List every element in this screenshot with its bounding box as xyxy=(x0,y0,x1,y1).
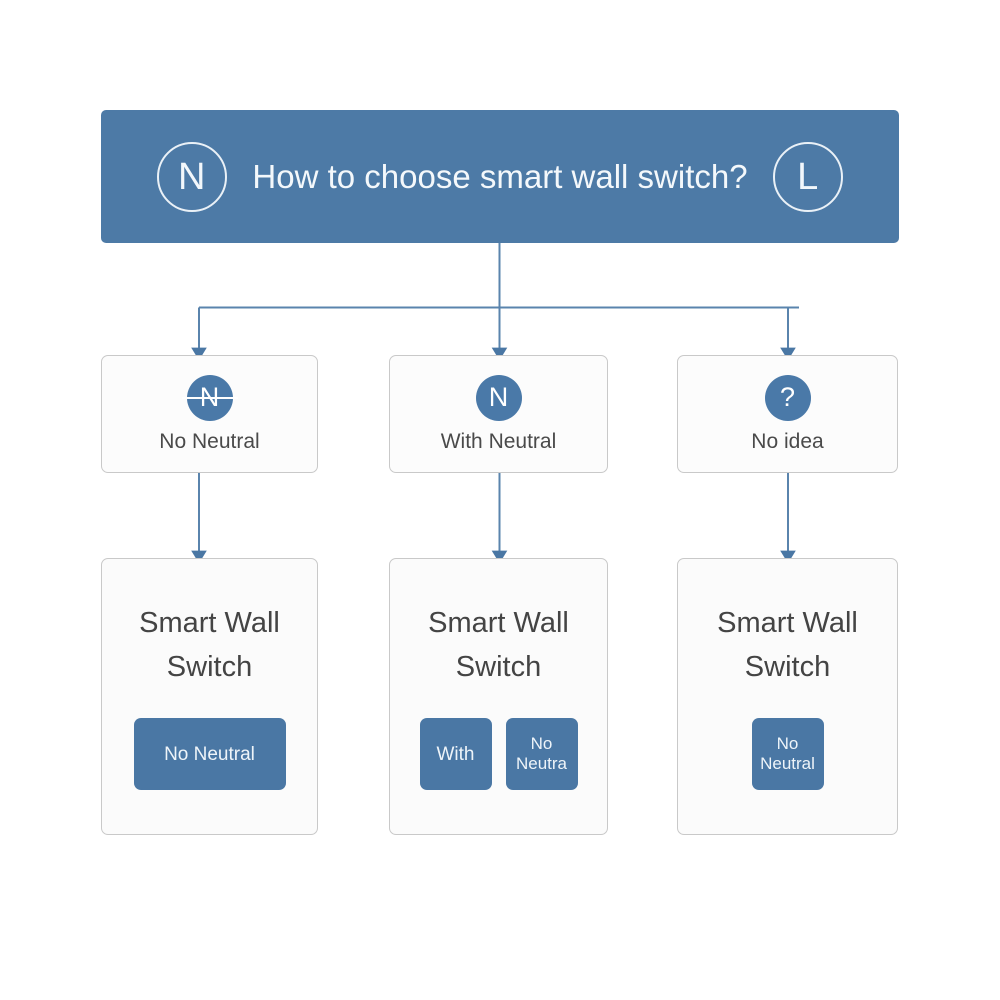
variant-button-no-neutral[interactable]: No Neutral xyxy=(751,718,824,790)
product-title-line1: Smart Wall xyxy=(139,607,280,639)
live-wire-badge-icon: L xyxy=(773,141,843,212)
option-label: With Neutral xyxy=(440,429,557,453)
no-neutral-icon: N xyxy=(181,374,238,421)
product-title: Smart Wall Switch xyxy=(678,601,897,689)
product-button-group: No Neutral xyxy=(102,718,317,790)
live-wire-badge-label: L xyxy=(797,155,819,198)
option-label: No Neutral xyxy=(159,429,260,453)
product-title-line2: Switch xyxy=(166,651,253,683)
product-card-no-neutral[interactable]: Smart Wall Switch No Neutral xyxy=(101,558,318,835)
variant-button-label: No Neutral xyxy=(164,743,255,765)
header-banner: N How to choose smart wall switch? L xyxy=(101,110,899,243)
variant-button-label-line1: No xyxy=(776,734,799,753)
variant-button-label: No Neutral xyxy=(760,734,815,774)
variant-button-with[interactable]: With xyxy=(419,718,492,790)
variant-button-no-neutral[interactable]: No Neutral xyxy=(133,718,286,790)
product-card-with-neutral[interactable]: Smart Wall Switch With No Neutra xyxy=(389,558,608,835)
variant-button-label-line1: No xyxy=(530,734,553,753)
variant-button-no-neutral[interactable]: No Neutra xyxy=(505,718,578,790)
neutral-wire-badge-label: N xyxy=(178,155,206,198)
product-title-line1: Smart Wall xyxy=(717,607,858,639)
product-title-line2: Switch xyxy=(455,651,542,683)
option-box-no-idea[interactable]: ? No idea xyxy=(677,355,898,473)
product-button-group: With No Neutra xyxy=(390,718,607,790)
question-mark-icon: ? xyxy=(764,374,811,421)
product-title-line2: Switch xyxy=(744,651,831,683)
variant-button-label: With xyxy=(436,743,475,765)
product-title-line1: Smart Wall xyxy=(428,607,569,639)
option-box-with-neutral[interactable]: N With Neutral xyxy=(389,355,608,473)
variant-button-label-line2: Neutral xyxy=(760,754,815,773)
product-card-no-idea[interactable]: Smart Wall Switch No Neutral xyxy=(677,558,898,835)
neutral-wire-badge-icon: N xyxy=(157,141,227,212)
option-label: No idea xyxy=(751,429,824,453)
option-box-no-neutral[interactable]: N No Neutral xyxy=(101,355,318,473)
product-title: Smart Wall Switch xyxy=(102,601,317,689)
product-button-group: No Neutral xyxy=(678,718,897,790)
with-neutral-icon: N xyxy=(475,374,522,421)
strikethrough-line-icon xyxy=(181,396,238,399)
page-title: How to choose smart wall switch? xyxy=(252,157,748,195)
variant-button-label-line2: Neutra xyxy=(515,754,568,773)
variant-button-label: No Neutra xyxy=(516,734,567,774)
product-title: Smart Wall Switch xyxy=(390,601,607,689)
with-neutral-icon-glyph: N xyxy=(488,382,509,412)
question-mark-icon-glyph: ? xyxy=(779,382,796,412)
